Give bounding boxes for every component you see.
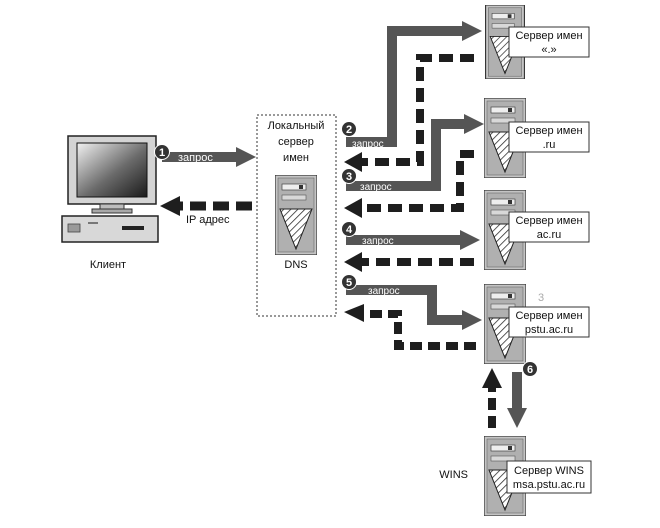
arrow-request-5: запрос (346, 285, 482, 330)
server-ac-ru-line1: Сервер имен (515, 215, 582, 227)
server-tower-icon (275, 175, 317, 255)
arrow-request-3: запрос (346, 114, 484, 193)
arrow-response-ip: IP адрес (160, 196, 252, 226)
numbered-circle-icon (154, 144, 170, 160)
arrow-request-4: запрос (346, 230, 480, 250)
server-pstu-ac-ru: Сервер имен pstu.ac.ru 3 (484, 284, 590, 364)
server-root-line1: Сервер имен (515, 30, 582, 42)
local-dns-server: Локальный сервер имен DNS (256, 114, 337, 317)
arrow-request-2: запрос (346, 21, 482, 150)
step-marker-1: 1 (154, 144, 170, 160)
arrow-request-1: запрос (162, 147, 256, 167)
arrow-request-6 (507, 372, 527, 428)
numbered-circle-icon (341, 274, 357, 290)
request-label: запрос (362, 236, 394, 247)
server-root: Сервер имен «.» (484, 5, 590, 79)
arrow-response-3 (344, 150, 474, 218)
server-ac-ru-label-box (508, 211, 590, 243)
client-computer: Клиент (61, 135, 159, 271)
numbered-circle-icon (341, 221, 357, 237)
step-marker-4: 4 (341, 221, 357, 237)
step-marker-3: 3 (341, 168, 357, 184)
arrow-response-4 (344, 252, 474, 272)
step-number: 4 (346, 224, 353, 236)
request-label: запрос (352, 139, 384, 150)
server-root-label-box (508, 26, 590, 58)
local-dns-line1: Локальный (268, 120, 325, 132)
step-marker-2: 2 (341, 121, 357, 137)
arrow-response-6 (482, 368, 502, 428)
arrow-response-2 (344, 54, 474, 172)
step-number: 2 (346, 124, 352, 136)
ip-address-label: IP адрес (186, 214, 230, 226)
request-label: запрос (368, 286, 400, 297)
stray-digit-label: 3 (538, 292, 544, 304)
server-ru-line1: Сервер имен (515, 125, 582, 137)
step-number: 1 (159, 147, 165, 159)
server-pstu-line2: pstu.ac.ru (525, 324, 573, 336)
computer-icon (61, 135, 159, 243)
server-wins-label-box (506, 460, 592, 494)
request-label: запрос (178, 152, 213, 164)
local-dns-caption: DNS (284, 259, 307, 271)
step-number: 6 (527, 364, 533, 376)
step-marker-6: 6 (522, 361, 538, 377)
step-number: 5 (346, 277, 352, 289)
server-ru: Сервер имен .ru (484, 98, 590, 178)
wins-label: WINS (439, 469, 468, 481)
server-ru-line2: .ru (543, 139, 556, 151)
server-ac-ru: Сервер имен ac.ru (484, 190, 590, 270)
server-pstu-label-box (508, 306, 590, 338)
numbered-circle-icon (341, 121, 357, 137)
server-root-line2: «.» (541, 44, 556, 56)
request-label: запрос (360, 182, 392, 193)
server-wins-line2: msa.pstu.ac.ru (513, 479, 585, 491)
server-ru-label-box (508, 121, 590, 153)
server-wins-line1: Сервер WINS (514, 465, 584, 477)
local-dns-line2: сервер (278, 136, 314, 148)
arrow-response-5 (344, 304, 476, 350)
client-label: Клиент (90, 259, 126, 271)
local-dns-line3: имен (283, 152, 309, 164)
step-marker-5: 5 (341, 274, 357, 290)
server-ac-ru-line2: ac.ru (537, 229, 561, 241)
numbered-circle-icon (341, 168, 357, 184)
server-wins: Сервер WINS msa.pstu.ac.ru WINS (439, 436, 592, 516)
step-number: 3 (346, 171, 352, 183)
numbered-circle-icon (522, 361, 538, 377)
server-pstu-line1: Сервер имен (515, 310, 582, 322)
